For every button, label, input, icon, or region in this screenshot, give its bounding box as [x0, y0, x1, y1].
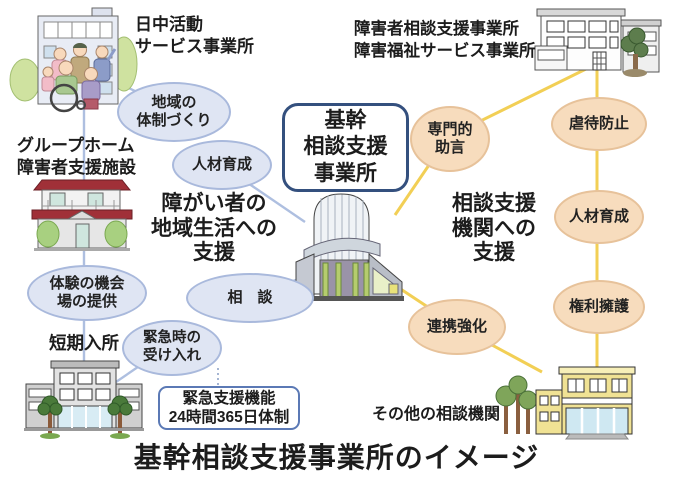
heading-support-for-community-life: 障がい者の 地域生活への 支援 [151, 192, 277, 265]
diagram-title: 基幹相談支援事業所のイメージ [133, 442, 540, 473]
tree-illustration [495, 375, 538, 434]
label-short-stay: 短期入所 [49, 333, 119, 353]
consultation-office-building-illustration [534, 8, 662, 77]
label-day-activity-office: 日中活動 サービス事業所 [135, 15, 254, 57]
short-stay-building-illustration [24, 360, 144, 439]
tree-illustration [37, 395, 133, 439]
emergency-support-function-box: 緊急支援機能 24時間365日体制 [158, 386, 300, 430]
bubble-expert-advice: 専門的 助言 [410, 106, 490, 172]
bubble-hr-development-left: 人材育成 [172, 140, 272, 190]
bubble-hr-development-right: 人材育成 [554, 190, 644, 244]
bubble-cooperation-strengthening: 連携強化 [408, 299, 506, 355]
heading-support-for-consultation-agencies: 相談支援 機関への 支援 [452, 192, 536, 265]
core-support-center-box: 基幹 相談支援 事業所 [282, 103, 409, 192]
core-center-building-illustration [295, 193, 404, 301]
bubble-community-system-building: 地域の 体制づくり [117, 82, 231, 142]
bubble-rights-advocacy: 権利擁護 [553, 280, 645, 334]
people-group-illustration [41, 43, 117, 113]
bubble-abuse-prevention: 虐待防止 [551, 97, 647, 151]
other-organization-building-illustration [495, 366, 636, 440]
label-group-home: グループホーム 障害者支援施設 [17, 136, 136, 178]
tree-illustration [620, 27, 649, 77]
day-activity-building-illustration [9, 7, 138, 113]
label-other-organizations: その他の相談機関 [372, 406, 501, 423]
bubble-consultation: 相 談 [186, 273, 314, 323]
bubble-emergency-acceptance: 緊急時の 受け入れ [122, 320, 222, 376]
label-consultation-offices: 障害者相談支援事業所 障害福祉サービス事業所 [354, 20, 536, 60]
group-home-house-illustration [31, 179, 133, 251]
bubble-experience-opportunity: 体験の機会 場の提供 [27, 265, 147, 321]
